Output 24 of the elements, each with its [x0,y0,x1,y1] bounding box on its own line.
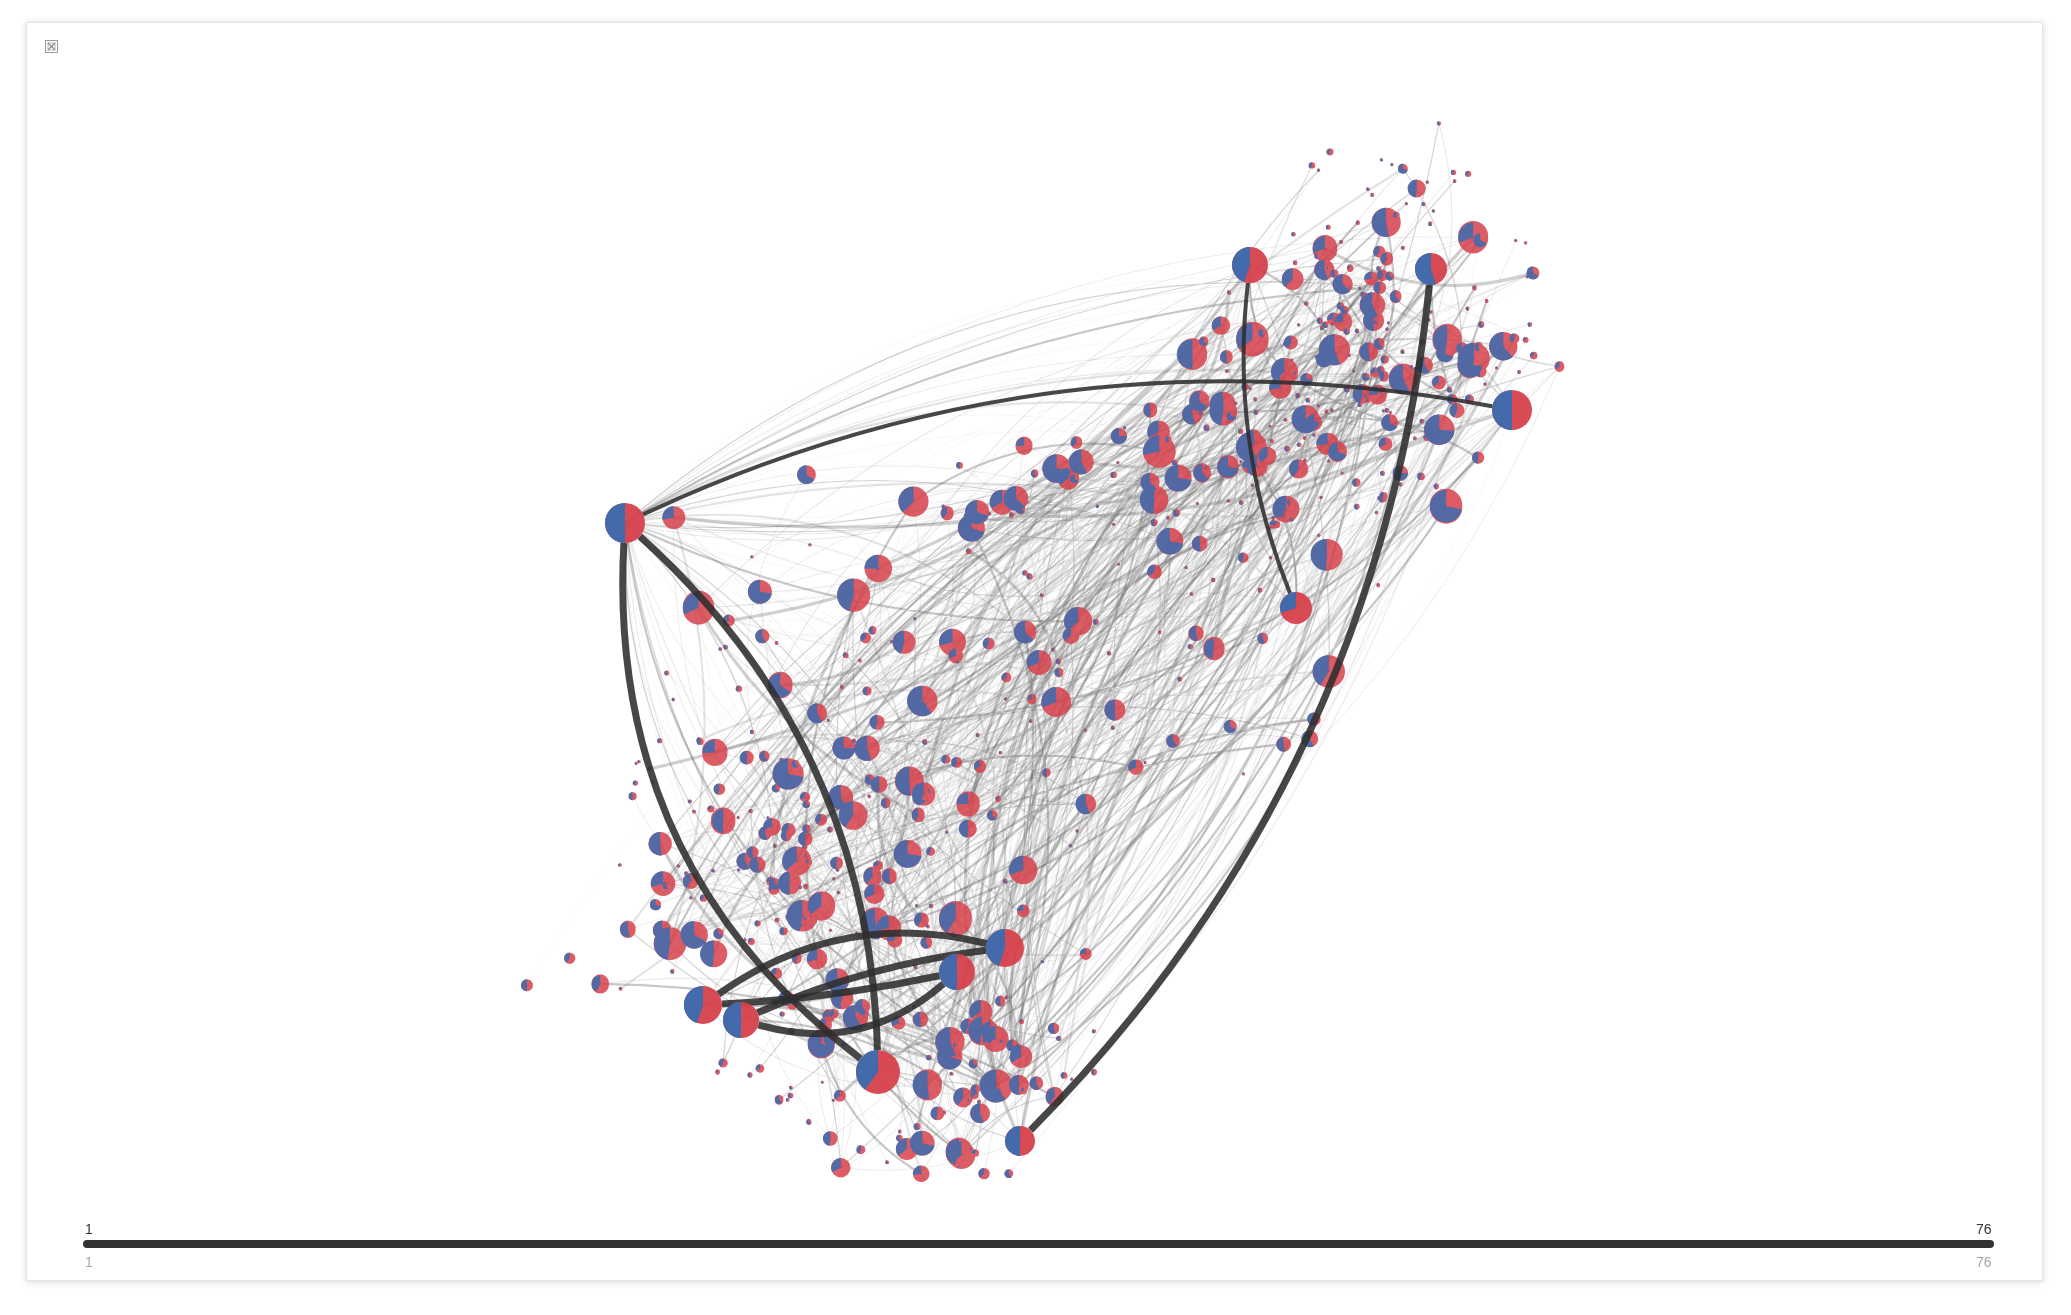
pie-node [1280,592,1312,624]
pie-node [1232,247,1268,283]
connector-line [716,929,988,998]
connector-line [619,542,863,1062]
connector-line [1027,284,1433,1133]
pie-node [856,1050,900,1094]
pie-node [1005,1126,1035,1156]
range-min-label: 1 [85,1254,93,1270]
connector-line [642,379,1493,517]
connector-line [1241,282,1292,594]
slider-max-value: 76 [1976,1221,1992,1237]
pie-node [723,1002,759,1038]
connector-line [721,972,941,1008]
pie-node [605,503,645,543]
slider-min-value: 1 [85,1221,93,1237]
pie-node [1492,390,1532,430]
pie-node [1415,253,1447,285]
connector-line [756,946,987,1017]
pie-node [939,954,975,990]
connector-line [757,981,946,1037]
pie-node [986,929,1024,967]
connector-line [637,533,881,1051]
range-max-label: 76 [1976,1254,1992,1270]
pie-node [684,986,722,1024]
